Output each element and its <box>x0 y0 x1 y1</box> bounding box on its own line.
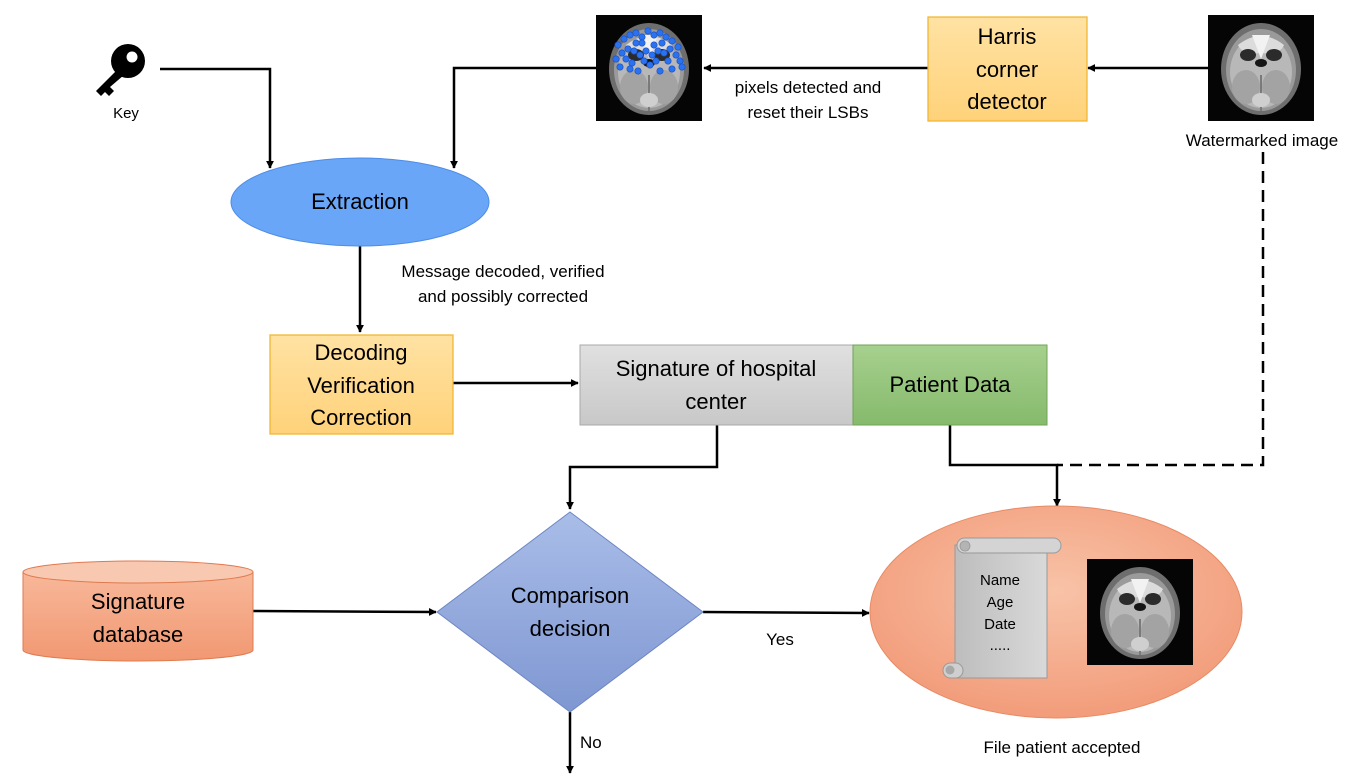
arrow-database-to-comparison <box>252 607 437 616</box>
arrow-patient-to-accepted <box>948 425 1061 507</box>
corner-marker <box>624 45 632 53</box>
arrow-comparison-yes <box>702 608 870 617</box>
connectors <box>160 64 1265 774</box>
corner-marker <box>676 57 684 65</box>
extraction-label: Extraction <box>311 189 409 214</box>
decoding-line-2: Verification <box>307 373 415 398</box>
database-cylinder-icon <box>22 560 254 662</box>
corner-marker <box>664 57 672 65</box>
mri-brain-image <box>1207 14 1315 122</box>
corner-marker <box>640 57 648 65</box>
corner-marker <box>650 41 658 49</box>
harris-line-1: Harris <box>978 24 1037 49</box>
corner-marker <box>632 39 640 47</box>
decoding-box <box>269 334 454 435</box>
key-label: Key <box>113 105 139 122</box>
corner-marker <box>628 59 636 67</box>
extraction-node <box>230 157 490 247</box>
corner-marker <box>636 51 644 59</box>
yes-label: Yes <box>766 630 794 649</box>
corner-marker <box>632 29 640 37</box>
corner-marker <box>662 33 670 41</box>
corner-marker <box>642 47 650 55</box>
comparison-line-1: Comparison <box>511 583 630 608</box>
patient-data-box <box>852 344 1048 426</box>
decoding-line-1: Decoding <box>315 340 408 365</box>
signature-center-line-2: center <box>685 389 746 414</box>
arrow-corners-to-extraction <box>450 66 596 169</box>
pixels-label-line-1: pixels detected and <box>735 78 882 97</box>
dashed-watermarked-to-accepted <box>1057 152 1265 467</box>
corner-marker <box>656 67 664 75</box>
comparison-diamond <box>436 511 704 713</box>
message-label-line-2: and possibly corrected <box>418 287 588 306</box>
corner-marker <box>654 47 662 55</box>
corner-marker <box>630 47 638 55</box>
corner-marker <box>648 51 656 59</box>
mri-brain-corners-image <box>595 14 703 122</box>
comparison-line-2: decision <box>530 616 611 641</box>
patient-data-label: Patient Data <box>889 372 1011 397</box>
corner-marker <box>638 33 646 41</box>
corner-marker <box>638 39 646 47</box>
corner-marker <box>616 63 624 71</box>
corner-marker <box>658 39 666 47</box>
scroll-field-name: Name <box>980 572 1020 589</box>
corner-marker <box>666 45 674 53</box>
harris-line-3: detector <box>967 89 1047 114</box>
corner-marker <box>646 61 654 69</box>
message-label-line-1: Message decoded, verified <box>401 262 604 281</box>
arrow-signature-to-comparison <box>566 425 719 510</box>
scroll-field-age: Age <box>987 594 1014 611</box>
corner-marker <box>622 55 630 63</box>
corner-marker <box>618 49 626 57</box>
file-accepted-label: File patient accepted <box>984 738 1141 757</box>
scroll-field-more: ..... <box>990 637 1011 654</box>
pixels-label-line-2: reset their LSBs <box>748 103 869 122</box>
harris-line-2: corner <box>976 57 1038 82</box>
corner-marker <box>656 29 664 37</box>
key-icon <box>96 44 145 96</box>
corner-marker <box>678 63 686 71</box>
corner-marker <box>650 31 658 39</box>
corner-marker <box>626 31 634 39</box>
harris-detector-box <box>927 16 1088 122</box>
no-label: No <box>580 733 602 752</box>
corner-marker <box>668 65 676 73</box>
corner-marker <box>612 55 620 63</box>
corner-marker <box>620 35 628 43</box>
watermarked-label: Watermarked image <box>1186 131 1338 150</box>
arrow-key-to-extraction <box>160 67 274 169</box>
signature-center-box <box>579 344 854 426</box>
scroll-field-date: Date <box>984 616 1016 633</box>
corner-marker <box>644 27 652 35</box>
corner-marker <box>660 49 668 57</box>
corner-marker <box>652 57 660 65</box>
corner-marker <box>668 37 676 45</box>
corner-marker <box>626 65 634 73</box>
corner-marker <box>634 67 642 75</box>
corner-marker <box>672 51 680 59</box>
corner-marker <box>674 43 682 51</box>
signature-db-line-1: Signature <box>91 589 185 614</box>
corner-marker <box>614 41 622 49</box>
signature-db-line-2: database <box>93 622 184 647</box>
document-scroll-icon <box>942 537 1062 679</box>
signature-center-line-1: Signature of hospital <box>616 356 817 381</box>
decoding-line-3: Correction <box>310 405 411 430</box>
mri-brain-image <box>1086 558 1194 666</box>
